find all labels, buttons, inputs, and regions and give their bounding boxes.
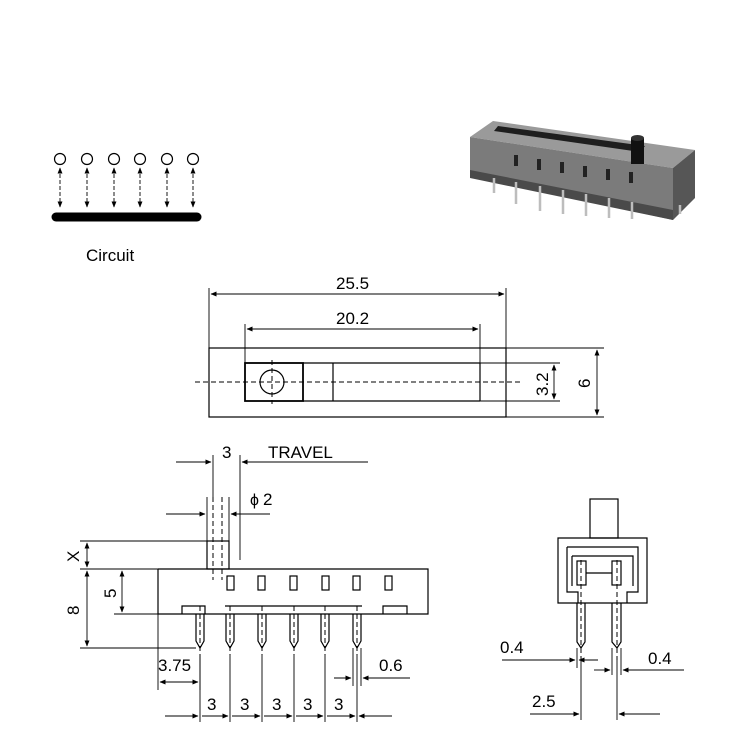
dim-pin-span: 20.2 — [336, 309, 369, 328]
dim-edge-offset: 3.75 — [158, 656, 191, 675]
dim-pin-pitch-1: 3 — [207, 695, 216, 714]
travel-label: TRAVEL — [268, 443, 333, 462]
dim-inner-height: 3.2 — [533, 372, 552, 396]
dim-pin-pitch-2: 3 — [240, 695, 249, 714]
dim-row-spacing: 2.5 — [532, 692, 556, 711]
dim-body-height: 5 — [101, 589, 120, 598]
circuit-label: Circuit — [86, 246, 134, 265]
dim-actuator-diameter: 2 — [263, 490, 272, 509]
product-illustration — [470, 121, 695, 220]
dim-actuator-height: X — [64, 551, 83, 562]
dim-pin-pitch-5: 3 — [334, 695, 343, 714]
dim-pin-width: 0.6 — [379, 656, 403, 675]
dim-overall-height: 6 — [575, 379, 594, 388]
dim-pin-thickness-left: 0.4 — [500, 638, 524, 657]
top-view: 25.5 20.2 3.2 6 — [195, 274, 604, 418]
circuit-contact-arrows — [57, 167, 196, 208]
circuit-diagram: Circuit — [51, 152, 202, 265]
dim-pin-pitch-4: 3 — [303, 695, 312, 714]
dim-pin-thickness-right: 0.4 — [648, 649, 672, 668]
dim-travel-value: 3 — [222, 443, 231, 462]
dim-pin-pitch-3: 3 — [272, 695, 281, 714]
circuit-terminals — [53, 152, 200, 166]
side-view: 0.4 0.4 2.5 — [500, 498, 684, 720]
diameter-symbol: ϕ — [250, 492, 259, 509]
dim-total-height: 8 — [64, 606, 83, 615]
dim-overall-length: 25.5 — [336, 274, 369, 293]
front-view: 3 TRAVEL ϕ 2 X 8 5 3.75 0.6 — [64, 443, 429, 722]
